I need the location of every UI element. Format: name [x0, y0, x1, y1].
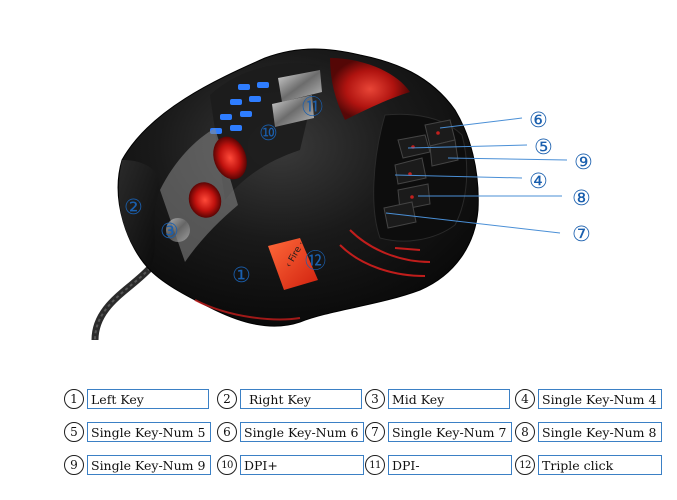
legend-number: 3: [365, 389, 385, 409]
dpi-led-indicators: [210, 82, 269, 134]
red-led-stripes: [339, 229, 431, 277]
callout-7: ⑦: [572, 222, 591, 246]
legend-label: Triple click: [538, 455, 662, 475]
legend-item-10: 10 DPI+: [217, 454, 364, 476]
fire-button[interactable]: ‹ Fire ·: [268, 238, 318, 290]
dpi-buttons[interactable]: [272, 70, 322, 127]
callout-8: ⑧: [572, 186, 591, 210]
mouse-illustration: ‹ Fire · ① ② ③ ④ ⑤ ⑥ ⑦ ⑧ ⑨ ⑩ ⑪ ⑫: [91, 48, 593, 341]
gaming-mouse-image: ‹ Fire · ① ② ③ ④ ⑤ ⑥ ⑦ ⑧ ⑨ ⑩ ⑪ ⑫: [91, 48, 593, 341]
left-side-panel: [118, 160, 160, 268]
legend-label: DPI+: [240, 455, 364, 475]
legend-item-4: 4 Single Key-Num 4: [515, 388, 662, 410]
callout-10: ⑩: [259, 121, 278, 145]
callout-11: ⑪: [302, 95, 323, 119]
legend-label: DPI-: [388, 455, 512, 475]
callout-12: ⑫: [305, 249, 326, 273]
legend-number: 2: [217, 389, 237, 409]
callout-4: ④: [529, 169, 548, 193]
legend-number: 12: [515, 455, 535, 475]
legend-label: Single Key-Num 6: [240, 422, 364, 442]
callout-1: ①: [232, 263, 251, 287]
legend-number: 6: [217, 422, 237, 442]
scroll-wheel[interactable]: [166, 132, 253, 242]
legend-item-8: 8 Single Key-Num 8: [515, 421, 662, 443]
callout-2: ②: [124, 195, 143, 219]
legend-item-5: 5 Single Key-Num 5: [64, 421, 211, 443]
legend-label: Single Key-Num 4: [538, 389, 662, 409]
legend-number: 9: [64, 455, 84, 475]
legend-label: Left Key: [87, 389, 209, 409]
legend-label: Single Key-Num 9: [87, 455, 211, 475]
legend-number: 1: [64, 389, 84, 409]
callout-leader-lines: [385, 117, 568, 234]
legend-item-12: 12 Triple click: [515, 454, 662, 476]
legend-number: 10: [217, 455, 237, 475]
legend-item-7: 7 Single Key-Num 7: [365, 421, 512, 443]
callouts: ① ② ③ ④ ⑤ ⑥ ⑦ ⑧ ⑨ ⑩ ⑪ ⑫: [124, 95, 593, 287]
red-top-accent: [330, 58, 410, 120]
legend-label: Single Key-Num 5: [87, 422, 211, 442]
legend-label: Mid Key: [388, 389, 510, 409]
legend-item-2: 2 Right Key: [217, 388, 362, 410]
legend-number: 8: [515, 422, 535, 442]
legend-item-11: 11 DPI-: [365, 454, 512, 476]
legend-item-6: 6 Single Key-Num 6: [217, 421, 364, 443]
callout-9: ⑨: [574, 150, 593, 174]
legend-item-1: 1 Left Key: [64, 388, 209, 410]
button-legend: 1 Left Key 2 Right Key 3 Mid Key 4 Singl…: [0, 384, 677, 500]
side-buttons[interactable]: [383, 119, 459, 229]
legend-number: 4: [515, 389, 535, 409]
legend-label: Right Key: [240, 389, 362, 409]
callout-3: ③: [160, 219, 179, 243]
legend-number: 7: [365, 422, 385, 442]
legend-item-9: 9 Single Key-Num 9: [64, 454, 211, 476]
callout-5: ⑤: [534, 135, 553, 159]
legend-label: Single Key-Num 7: [388, 422, 512, 442]
cable: [91, 265, 153, 341]
legend-number: 11: [365, 455, 385, 475]
legend-item-3: 3 Mid Key: [365, 388, 510, 410]
callout-6: ⑥: [529, 108, 548, 132]
legend-number: 5: [64, 422, 84, 442]
legend-label: Single Key-Num 8: [538, 422, 662, 442]
